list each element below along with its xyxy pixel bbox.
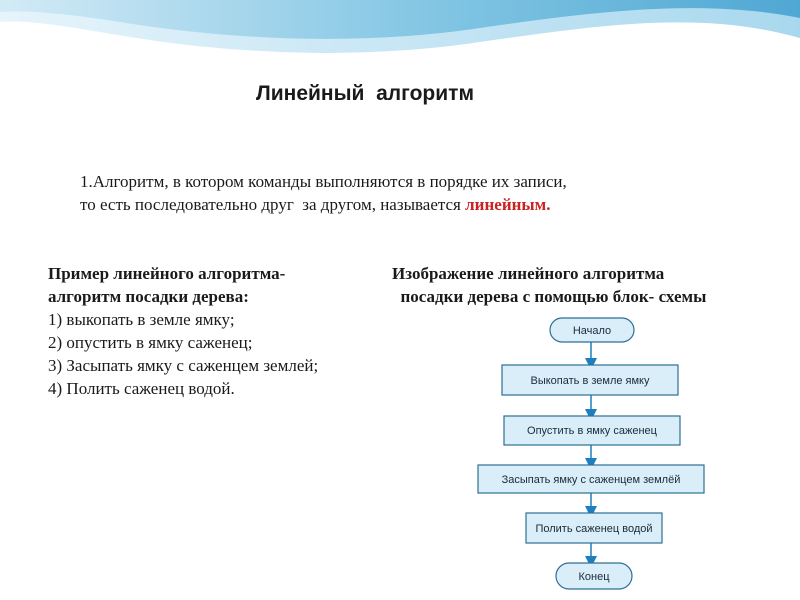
definition-text: 1.Алгоритм, в котором команды выполняютс… [80,170,567,216]
flow-step-1-label: Выкопать в земле ямку [530,375,650,387]
example-step-2: 2) опустить в ямку саженец; [48,333,253,352]
example-heading-line-2: алгоритм посадки дерева: [48,287,249,306]
example-block: Пример линейного алгоритма- алгоритм пос… [48,262,318,400]
flowchart-caption-line-1: Изображение линейного алгоритма [392,264,665,283]
definition-line-2: то есть последовательно друг за другом, … [80,195,466,214]
flow-step-2-block [503,415,681,446]
flow-step-2-label: Опустить в ямку саженец [527,425,658,437]
slide-title: Линейный алгоритм [256,82,474,105]
linear-term: линейным [465,195,547,214]
flow-step-3-block [477,464,705,494]
example-step-3: 3) Засыпать ямку с саженцем землей; [48,356,319,375]
header-wave-decoration [0,0,800,55]
flow-start-block [549,317,635,343]
flowchart: Начало Выкопать в земле ямку Опустить в … [458,306,736,596]
flow-end-label: Конец [578,571,610,583]
flow-start-label: Начало [573,325,611,337]
definition-line-1: 1.Алгоритм, в котором команды выполняютс… [80,172,567,191]
example-step-1: 1) выкопать в земле ямку; [48,310,235,329]
flowchart-caption: Изображение линейного алгоритма посадки … [392,262,706,308]
flow-step-1-block [501,364,679,396]
example-heading-line-1: Пример линейного алгоритма- [48,264,286,283]
flow-step-4-block [525,512,663,544]
example-step-4: 4) Полить саженец водой. [48,379,235,398]
flow-end-block [555,562,633,590]
definition-period: . [546,195,551,214]
flowchart-caption-line-2: посадки дерева с помощью блок- схемы [400,287,707,306]
flow-step-3-label: Засыпать ямку с саженцем землёй [502,474,681,486]
flow-step-4-label: Полить саженец водой [535,523,652,535]
